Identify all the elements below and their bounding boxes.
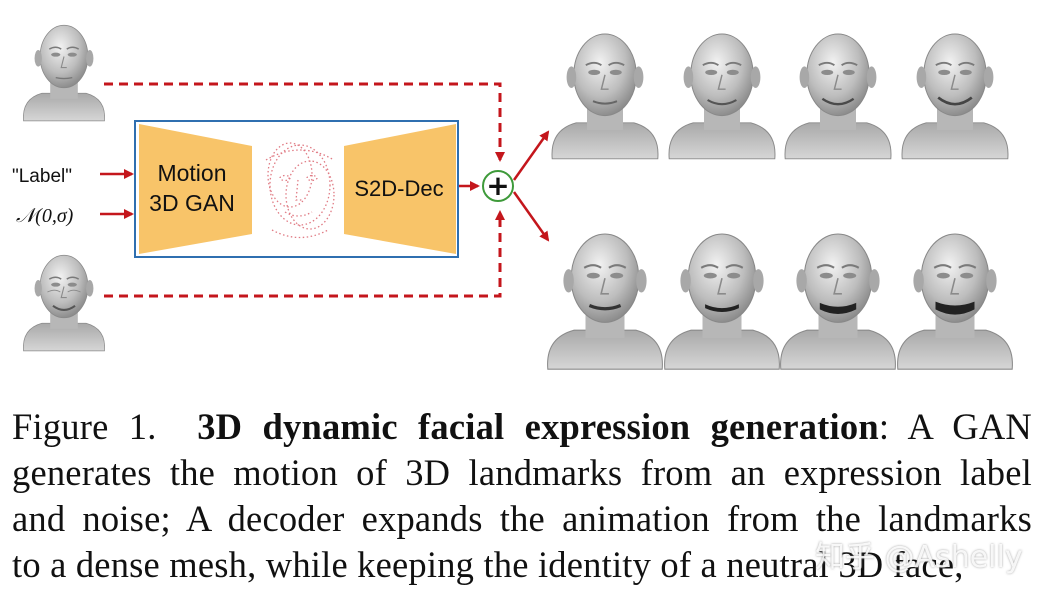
- method-diagram: "Label" 𝒩(0,σ) Motion 3D GAN S2D-Dec +: [12, 24, 1014, 371]
- watermark: 知乎 @Ashelly: [815, 540, 1023, 575]
- expression-face-icon: [784, 33, 892, 160]
- caption-prefix: Figure 1.: [12, 406, 157, 447]
- identity-path-top: [104, 82, 505, 162]
- motion-3d-gan-block: [139, 124, 252, 254]
- smiling-face-icon: [22, 254, 106, 352]
- caption-line-4: to a dense mesh, while keeping the ident…: [12, 544, 964, 585]
- identity-path-bottom: [104, 210, 505, 298]
- caption-line1-rest: : A GAN: [878, 406, 1032, 447]
- s2d-dec-block: [344, 124, 456, 254]
- caption-line-2: generates the motion of 3D landmarks fro…: [12, 452, 1032, 493]
- expression-face-icon: [663, 232, 781, 371]
- expression-face-icon: [668, 33, 776, 160]
- output-arrow-bottom: [512, 191, 550, 242]
- noise-input-text: 𝒩(0,σ): [16, 205, 74, 227]
- figure-caption: Figure 1. 3D dynamic facial expression g…: [12, 404, 1032, 588]
- expression-face-icon: [901, 33, 1009, 160]
- landmark-cloud-icon: [265, 142, 335, 239]
- expression-face-icon: [896, 232, 1014, 371]
- expression-face-icon: [551, 33, 659, 160]
- encoder-label-line2: 3D GAN: [149, 190, 235, 216]
- expression-face-icon: [546, 232, 664, 371]
- decoder-label: S2D-Dec: [354, 176, 443, 201]
- neutral-face-icon: [22, 24, 106, 122]
- caption-line-3: and noise; A decoder expands the animati…: [12, 498, 1032, 539]
- caption-line-1: Figure 1. 3D dynamic facial expression g…: [12, 404, 1032, 450]
- combine-node: [482, 170, 514, 202]
- combine-symbol: +: [486, 169, 509, 202]
- expression-face-icon: [779, 232, 897, 371]
- output-arrow-top: [512, 130, 550, 181]
- label-input-text: "Label": [12, 166, 72, 187]
- caption-title: 3D dynamic facial expression generation: [197, 406, 879, 447]
- encoder-label-line1: Motion: [157, 160, 226, 186]
